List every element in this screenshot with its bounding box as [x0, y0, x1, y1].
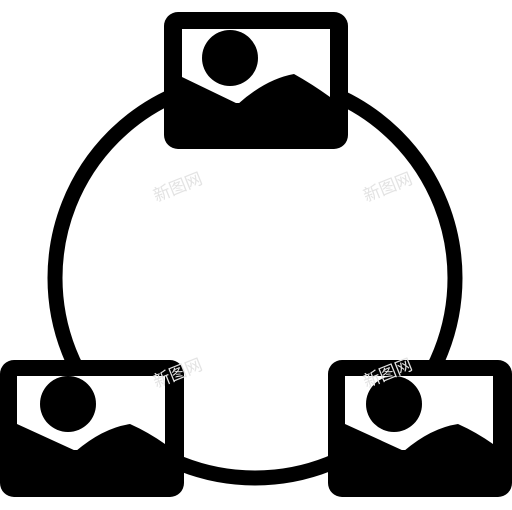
sun-icon — [40, 376, 96, 432]
image-node-bottom-right — [328, 360, 512, 497]
watermark-text: 新图网 — [151, 169, 206, 207]
sun-icon — [366, 376, 422, 432]
sun-icon — [202, 30, 258, 86]
image-node-top — [164, 12, 348, 149]
image-node-bottom-left — [0, 360, 184, 497]
mountain-icon — [182, 74, 330, 104]
mountain-icon — [345, 424, 493, 451]
watermark-text: 新图网 — [361, 169, 416, 207]
mountain-icon — [17, 424, 165, 451]
